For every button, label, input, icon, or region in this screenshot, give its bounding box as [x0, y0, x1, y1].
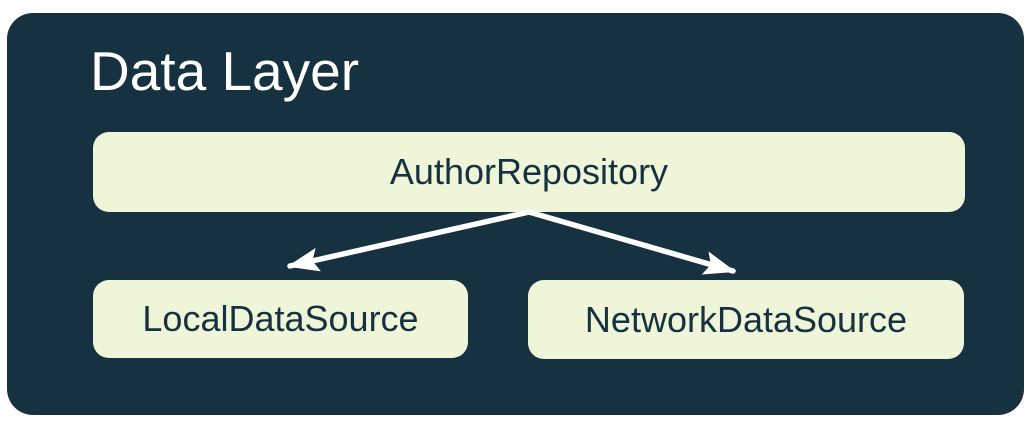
- node-local-data-source: LocalDataSource: [93, 280, 468, 358]
- node-author-repository: AuthorRepository: [93, 132, 965, 212]
- node-label: LocalDataSource: [142, 298, 419, 339]
- node-label: NetworkDataSource: [584, 298, 908, 340]
- node-label: AuthorRepository: [389, 151, 669, 192]
- diagram-title: Data Layer: [90, 40, 360, 102]
- node-network-data-source: NetworkDataSource: [528, 280, 964, 359]
